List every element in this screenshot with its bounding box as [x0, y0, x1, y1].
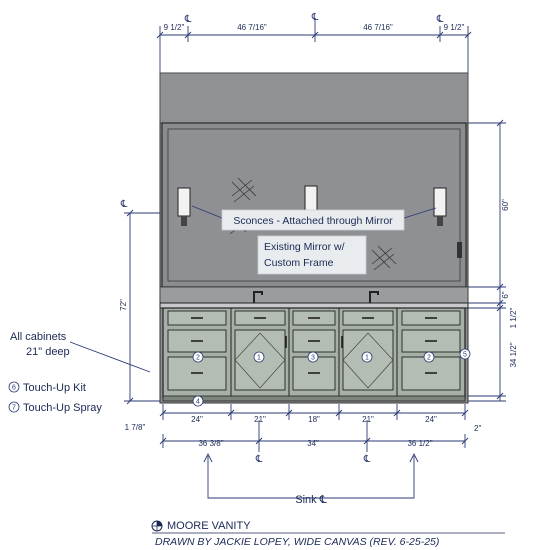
dim-backsplash: 6": [501, 291, 510, 298]
touchup-spray-num-circle: [8, 401, 20, 413]
dim-cabinet-height: 34 1/2": [509, 342, 518, 367]
countertop: [159, 302, 469, 309]
dim-cab-5: 24": [425, 415, 437, 424]
dim-sink-center: 34": [307, 439, 319, 448]
cl-sink-left: ℄: [255, 454, 263, 465]
cl-center: ℄: [311, 12, 319, 23]
dim-mirror-height: 60": [501, 199, 510, 211]
tag-markers: 2 1 3 1 2 4 5: [192, 348, 471, 407]
dim-cab-1: 24": [191, 415, 203, 424]
sink-centerline-label: Sink ℄: [295, 494, 327, 506]
dim-sink-right: 36 1/2": [407, 439, 432, 448]
toe-kick: [162, 395, 466, 402]
dimension-labels: 9 1/2" 46 7/16" 46 7/16" 9 1/2" 60" 6" 1…: [119, 23, 518, 448]
dim-toe: 2": [474, 424, 481, 433]
dim-top-left-span: 46 7/16": [237, 23, 267, 32]
dim-top-right-return: 9 1/2": [444, 23, 465, 32]
center-drawer-bank: [292, 310, 336, 391]
dim-cab-3: 18": [308, 415, 320, 424]
tag-2-right: 2: [427, 355, 431, 362]
dim-top-right-span: 46 7/16": [363, 23, 393, 32]
tag-4: 4: [196, 399, 200, 406]
sconce-callout-box: [221, 209, 405, 231]
faucet-left: [253, 291, 263, 303]
tag-3: 3: [311, 355, 315, 362]
cl-vertical: ℄: [120, 199, 128, 210]
tag-1-right: 1: [365, 355, 369, 362]
title-text: MOORE VANITY: [167, 520, 251, 532]
dim-top-left-return: 9 1/2": [164, 23, 185, 32]
sink-front-left: [234, 310, 286, 391]
sconce-leaders: [191, 205, 437, 219]
touchup-spray-num: 7: [12, 405, 16, 412]
mirror-callout-box: [257, 235, 367, 275]
wall-hook: [457, 242, 462, 258]
tag-1-left: 1: [257, 355, 261, 362]
dim-overall-height: 72": [119, 299, 128, 311]
note-cabinets-line2: 21" deep: [26, 346, 70, 358]
upper-wall: [159, 72, 469, 124]
subtitle-text: DRAWN BY JACKIE LOPEY, WIDE CANVAS (REV.…: [155, 536, 439, 548]
cl-sink-right: ℄: [363, 454, 371, 465]
left-drawer-bank: [167, 310, 227, 391]
touchup-kit-num-circle: [8, 381, 20, 393]
backsplash: [159, 286, 469, 304]
cl-right: ℄: [436, 14, 444, 25]
tag-2-left: 2: [196, 355, 200, 362]
right-drawer-bank: [401, 310, 461, 391]
note-touchup-kit: Touch-Up Kit: [23, 382, 86, 394]
dim-cab-4: 21": [362, 415, 374, 424]
note-cabinets-line1: All cabinets: [10, 331, 67, 343]
dim-bottom-offset: 1 7/8": [125, 423, 146, 432]
dim-cab-2: 21": [254, 415, 266, 424]
sconce-right: [433, 187, 447, 226]
tag-5: 5: [463, 352, 467, 359]
touchup-kit-num: 6: [12, 385, 16, 392]
dim-sink-left: 36 3/8": [198, 439, 223, 448]
sink-front-right: [342, 310, 394, 391]
centerline-symbols: ℄ ℄ ℄ ℄ ℄ ℄: [120, 12, 444, 465]
sconce-callout-text: Sconces - Attached through Mirror: [233, 215, 393, 227]
mirror-callout-line2: Custom Frame: [264, 257, 334, 269]
faucet-right: [369, 291, 379, 303]
cabinet-dividers: [230, 308, 398, 396]
note-touchup-spray: Touch-Up Spray: [23, 402, 102, 414]
drawer-handles: [191, 317, 437, 374]
title-block: MOORE VANITY DRAWN BY JACKIE LOPEY, WIDE…: [151, 520, 505, 548]
dim-counter: 1 1/2": [509, 308, 518, 329]
sconce-left: [177, 187, 191, 226]
mirror-callout-line1: Existing Mirror w/: [264, 241, 345, 253]
cl-left: ℄: [184, 14, 192, 25]
dimension-lines: [69, 20, 506, 499]
